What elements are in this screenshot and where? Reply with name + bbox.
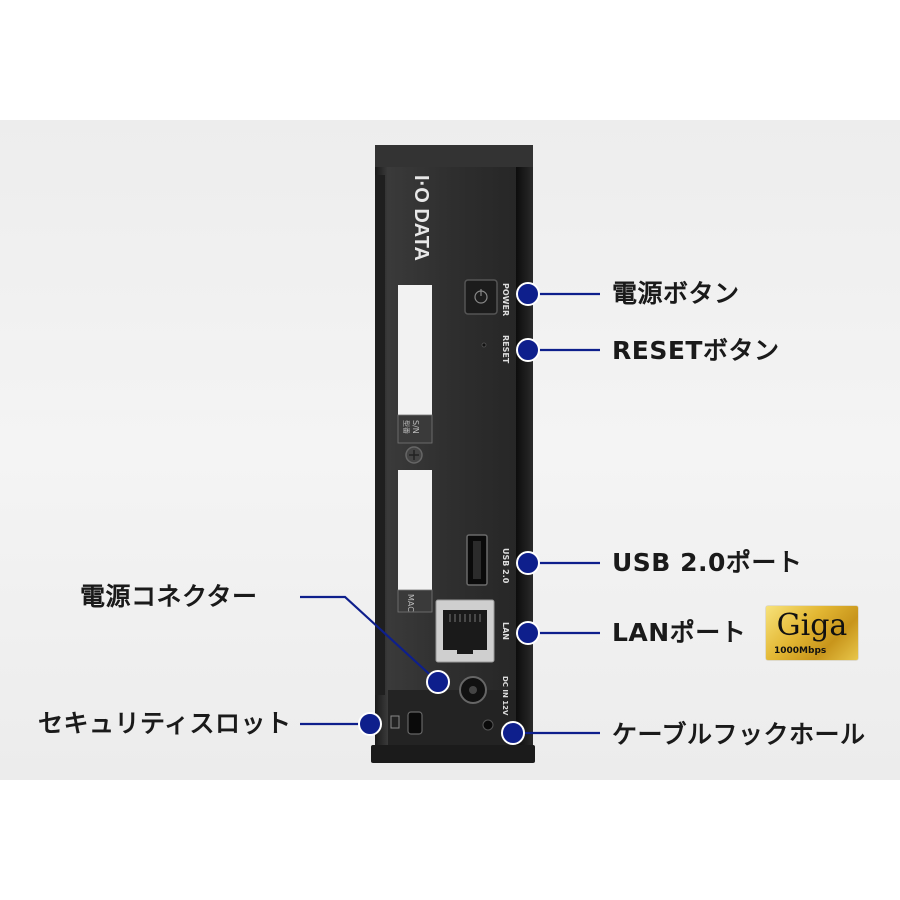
reset-port-label: RESET xyxy=(501,335,510,364)
cable-hook-hole[interactable] xyxy=(482,719,494,731)
giga-badge: Giga 1000Mbps xyxy=(766,606,858,660)
device-right-edge xyxy=(516,145,533,760)
lan-port-tab xyxy=(457,646,473,654)
mac-label: MAC xyxy=(406,594,415,612)
lan-port-label: LAN xyxy=(501,622,510,640)
model-serial-sticker-tab xyxy=(397,414,433,444)
usb-port-label: USB 2.0 xyxy=(501,548,510,584)
callout-dot-power-connector xyxy=(426,670,450,694)
security-slot-icon xyxy=(390,715,400,729)
usb-port-tongue xyxy=(473,541,481,579)
callout-reset-button: RESETボタン xyxy=(612,336,780,365)
giga-badge-subtext: 1000Mbps xyxy=(774,646,827,656)
model-number-label: 型番 xyxy=(402,420,411,434)
lan-port-pins xyxy=(449,614,481,622)
giga-badge-text: Giga xyxy=(776,608,848,643)
security-slot[interactable] xyxy=(407,711,423,735)
callout-lan-port: LANポート xyxy=(612,618,747,647)
reset-button[interactable] xyxy=(481,342,487,348)
callout-dot-reset-button xyxy=(516,338,540,362)
model-serial-sticker xyxy=(398,285,432,415)
serial-number-label: S/N xyxy=(411,420,420,434)
callout-power-connector: 電源コネクター xyxy=(80,582,258,611)
power-port-label: POWER xyxy=(501,283,510,316)
callout-usb-port: USB 2.0ポート xyxy=(612,548,803,577)
device-top-bevel xyxy=(375,145,533,167)
callout-security-slot: セキュリティスロット xyxy=(38,709,292,738)
callout-dot-cable-hook-hole xyxy=(501,721,525,745)
callout-cable-hook-hole: ケーブルフックホール xyxy=(612,720,866,749)
mac-sticker-tab xyxy=(397,589,433,613)
device-lower-panel xyxy=(388,690,516,745)
mac-sticker xyxy=(398,470,432,590)
device-bottom-foot xyxy=(371,745,535,763)
callout-dot-security-slot xyxy=(358,712,382,736)
dc-in-label: DC IN 12V xyxy=(501,676,509,716)
callout-dot-usb-port xyxy=(516,551,540,575)
callout-dot-lan-port xyxy=(516,621,540,645)
brand-logo: I·O DATA xyxy=(410,175,432,261)
callout-dot-power-button xyxy=(516,282,540,306)
callout-power-button: 電源ボタン xyxy=(612,279,740,308)
dc-in-jack-pin xyxy=(469,686,477,694)
device-body xyxy=(375,145,533,760)
power-button[interactable] xyxy=(464,279,498,315)
device-left-ridge xyxy=(375,175,385,695)
